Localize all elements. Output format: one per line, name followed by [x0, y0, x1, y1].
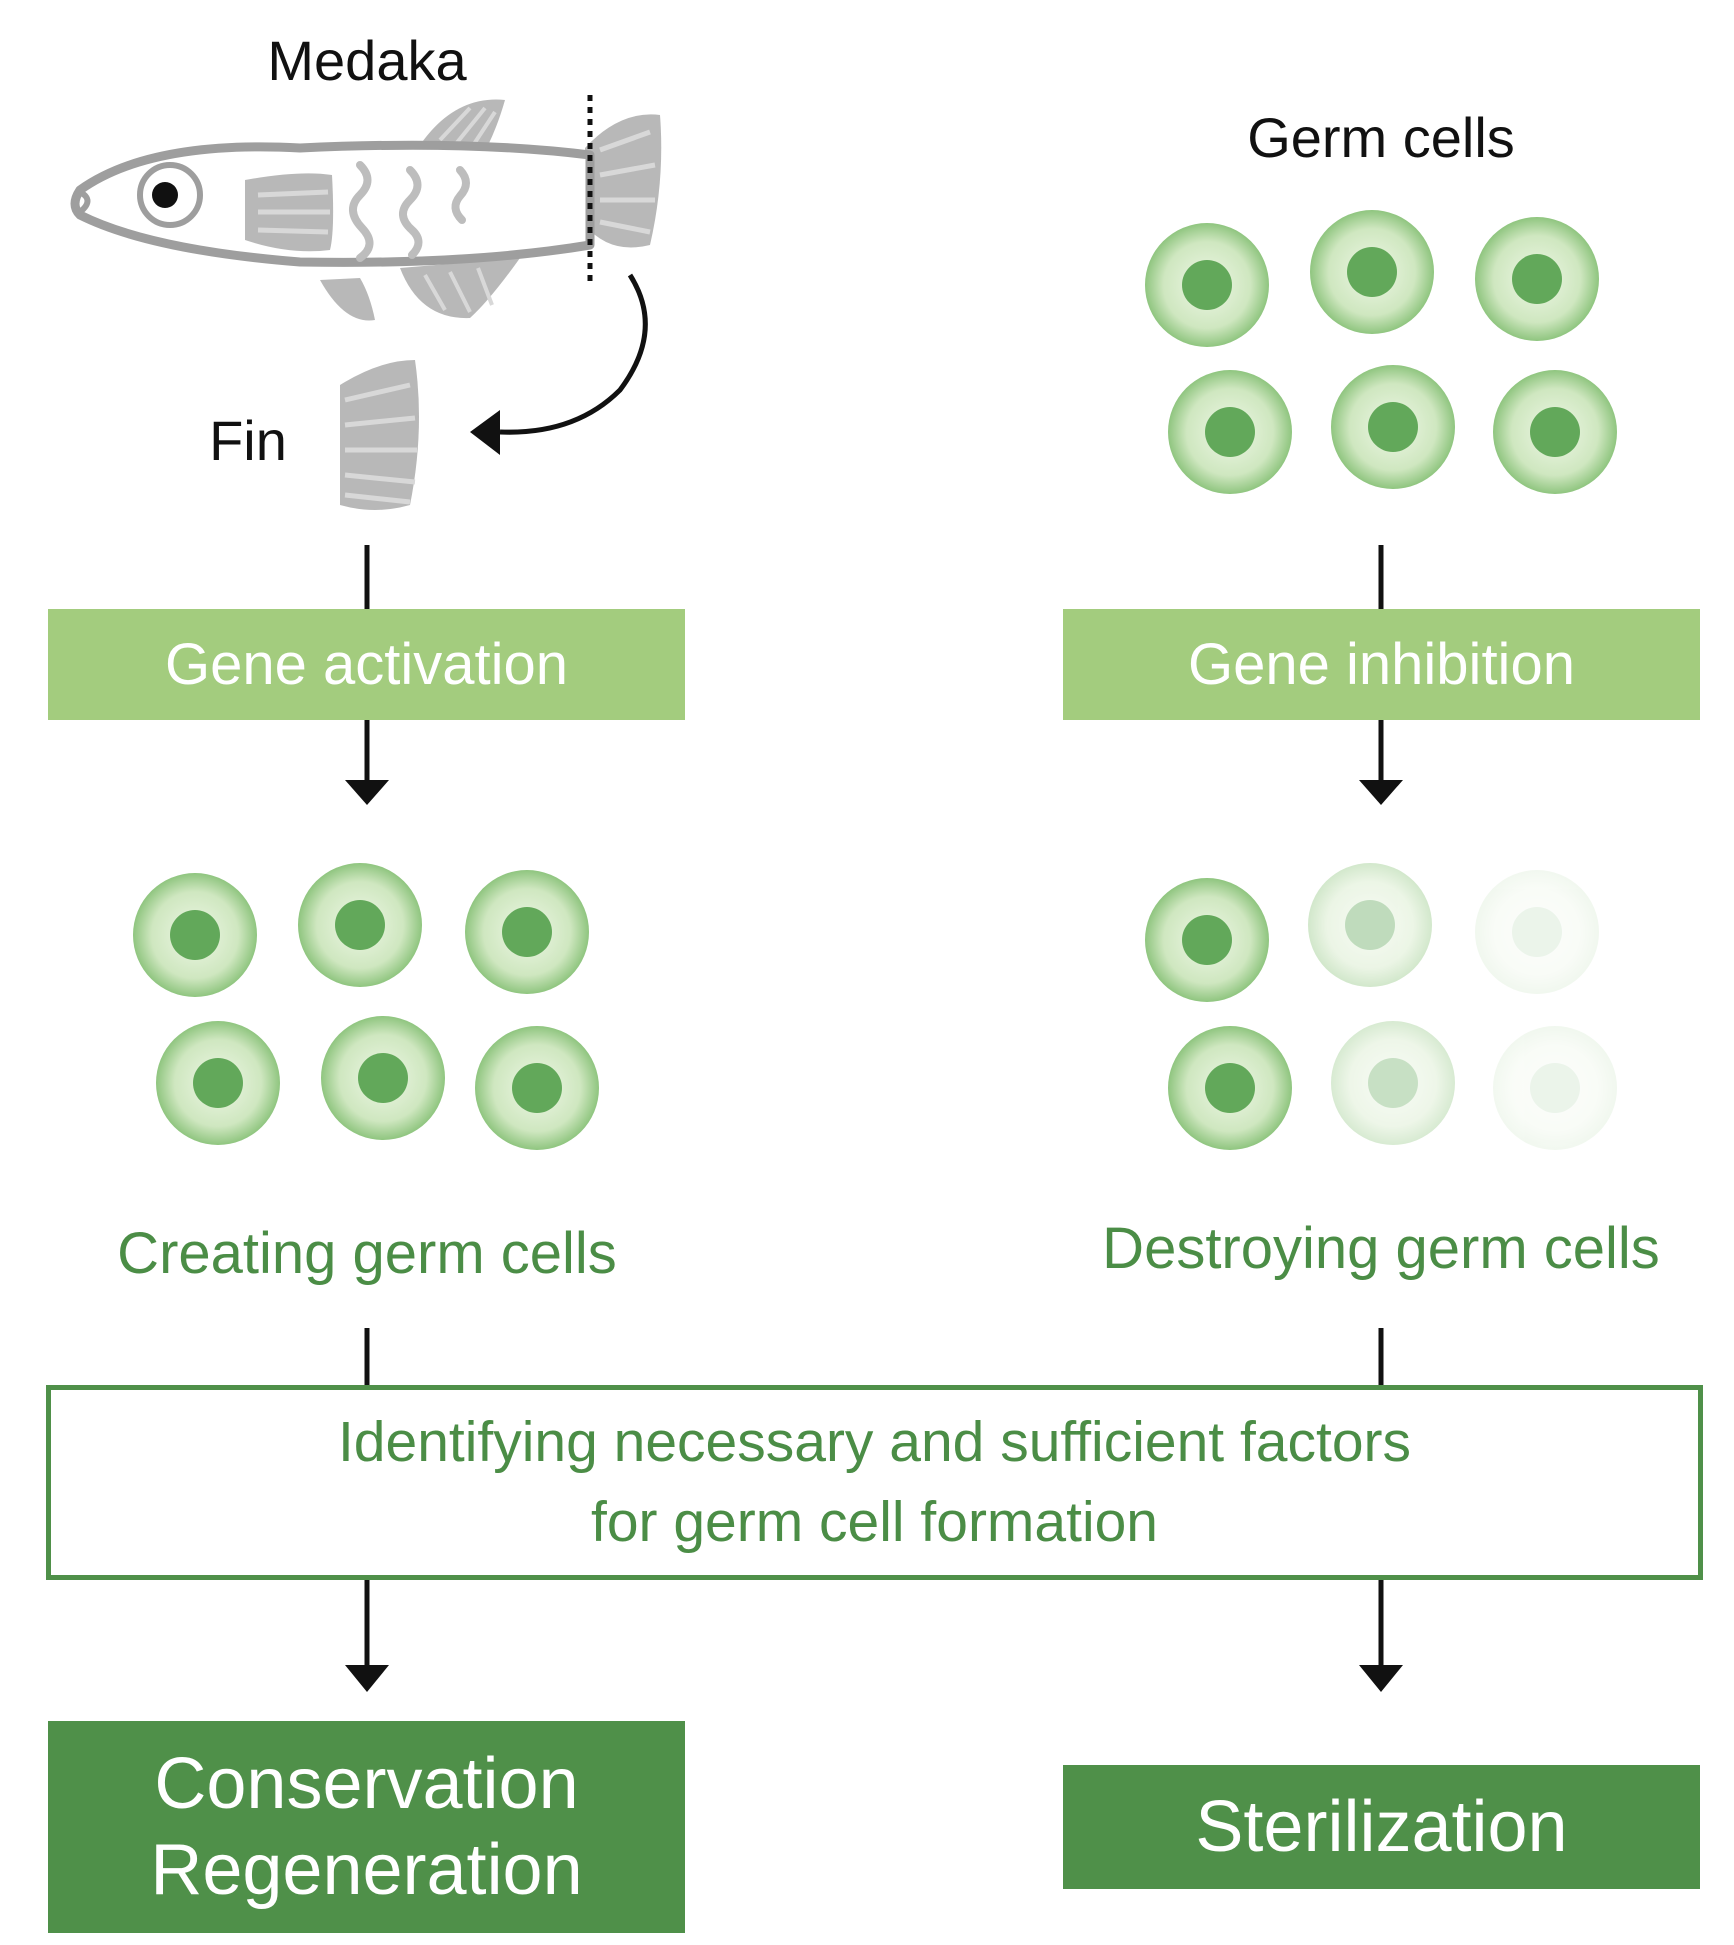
gene-activation-box: Gene activation	[48, 609, 685, 720]
identification-box: Identifying necessary and sufficient fac…	[46, 1385, 1703, 1580]
germ-cell-icon	[475, 1026, 599, 1150]
germ-cell-icon	[1331, 1021, 1455, 1145]
germ-cells-destroyed	[1145, 863, 1617, 1150]
destroying-germ-cells-label: Destroying germ cells	[1102, 1216, 1660, 1281]
sterilization-label: Sterilization	[1195, 1786, 1568, 1867]
germ-cell-icon	[1308, 863, 1432, 987]
germ-cell-icon	[1168, 370, 1292, 494]
germ-cells-created	[133, 863, 599, 1150]
gene-inhibition-box: Gene inhibition	[1063, 609, 1700, 720]
germ-cell-icon	[321, 1016, 445, 1140]
fin-icon	[340, 360, 419, 510]
identification-line-2: for germ cell formation	[590, 1489, 1159, 1554]
creating-germ-cells-label: Creating germ cells	[117, 1221, 617, 1286]
germ-cell-icon	[298, 863, 422, 987]
flow-arrows	[345, 545, 1403, 1692]
germ-cell-icon	[1331, 365, 1455, 489]
germ-cell-icon	[1475, 870, 1599, 994]
germ-cell-icon	[133, 873, 257, 997]
germ-cell-icon	[1493, 1026, 1617, 1150]
gene-activation-label: Gene activation	[164, 632, 569, 697]
germ-cell-icon	[1475, 217, 1599, 341]
conservation-box: Conservation Regeneration	[48, 1721, 685, 1933]
germ-cells-label: Germ cells	[1247, 106, 1515, 169]
germ-cell-icon	[156, 1021, 280, 1145]
arrow-down-icon	[345, 1665, 389, 1692]
identification-line-1: Identifying necessary and sufficient fac…	[337, 1409, 1412, 1474]
germ-cell-icon	[1145, 223, 1269, 347]
gene-inhibition-label: Gene inhibition	[1188, 632, 1575, 697]
fin-label: Fin	[209, 409, 287, 472]
sterilization-box: Sterilization	[1063, 1765, 1700, 1889]
germ-cell-icon	[465, 870, 589, 994]
arrow-down-icon	[1359, 780, 1403, 805]
germ-cell-icon	[1493, 370, 1617, 494]
germ-cell-icon	[1145, 878, 1269, 1002]
conservation-label: Conservation	[154, 1743, 579, 1824]
medaka-fish-icon	[70, 99, 662, 321]
regeneration-label: Regeneration	[150, 1830, 583, 1910]
fish-label: Medaka	[267, 29, 467, 92]
arrow-down-icon	[345, 780, 389, 805]
arrow-down-icon	[1359, 1665, 1403, 1692]
germ-cell-icon	[1310, 210, 1434, 334]
germ-cells-top	[1145, 210, 1617, 494]
curved-arrow-icon	[470, 273, 648, 455]
germ-cell-icon	[1168, 1026, 1292, 1150]
